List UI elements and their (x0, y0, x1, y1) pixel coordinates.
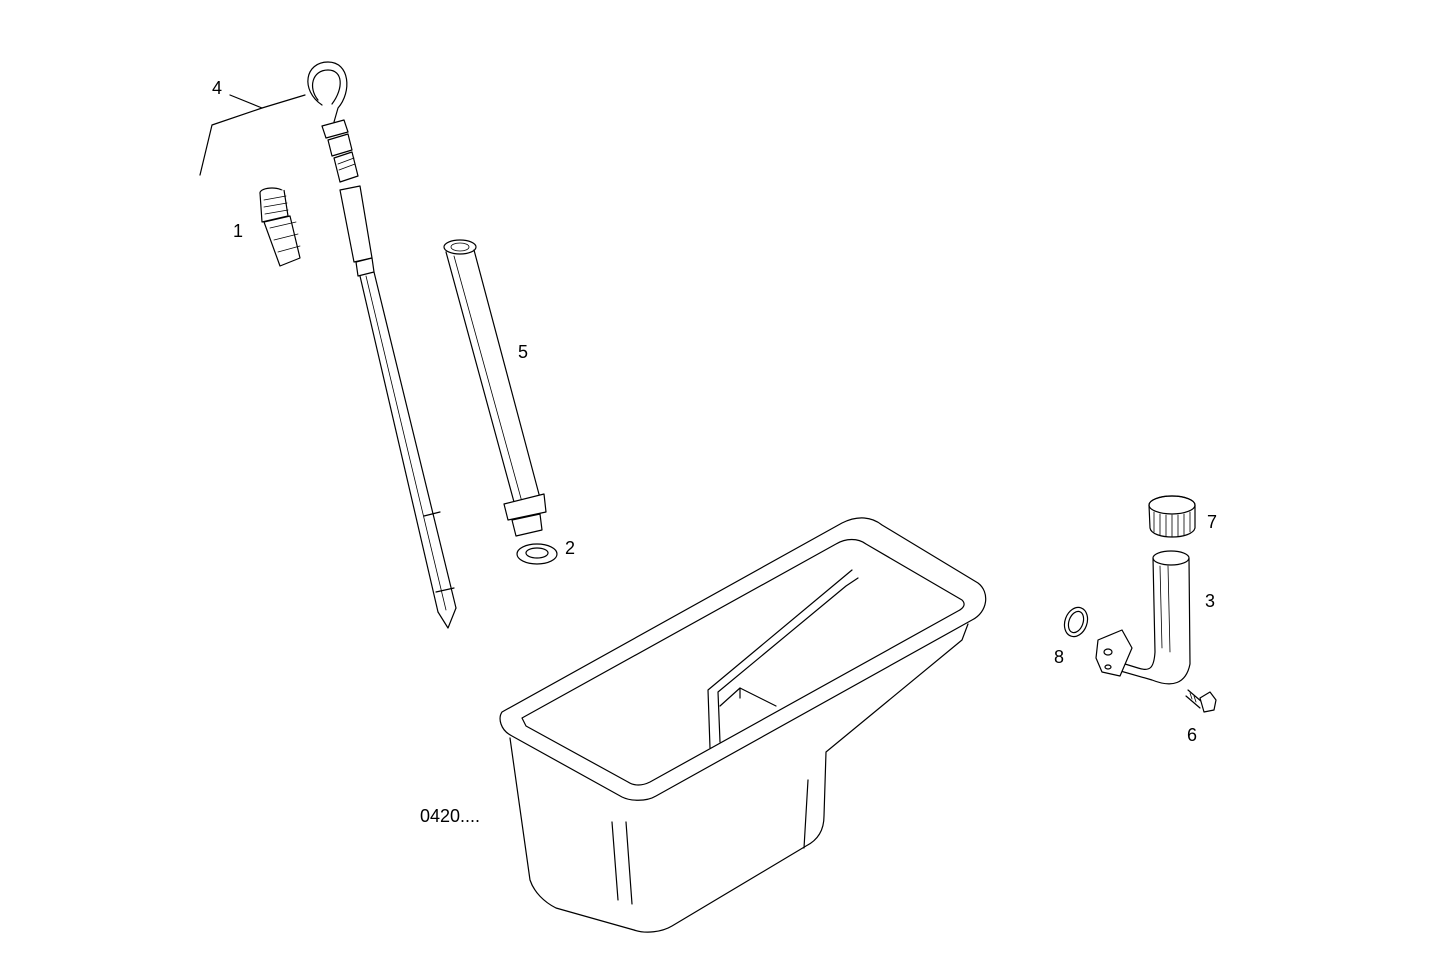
part-5-guide-tube[interactable] (443, 239, 547, 537)
callout-3: 3 (1205, 591, 1215, 611)
callout-8: 8 (1054, 647, 1064, 667)
part-8-o-ring[interactable] (1061, 604, 1092, 640)
part-3-filler-pipe[interactable] (1095, 550, 1191, 685)
callout-2: 2 (565, 538, 575, 558)
callout-5: 5 (518, 342, 528, 362)
callout-4: 4 (212, 78, 222, 98)
drawing-code: 0420.... (420, 806, 480, 826)
part-4-dipstick[interactable] (199, 61, 457, 629)
part-2-washer[interactable] (516, 543, 558, 565)
part-1-plug[interactable] (259, 187, 301, 267)
part-6-bolt[interactable] (1185, 689, 1217, 713)
callout-6: 6 (1187, 725, 1197, 745)
callout-7: 7 (1207, 512, 1217, 532)
callout-1: 1 (233, 221, 243, 241)
part-7-cap[interactable] (1148, 495, 1196, 538)
oil-sump-pan[interactable] (499, 517, 987, 933)
